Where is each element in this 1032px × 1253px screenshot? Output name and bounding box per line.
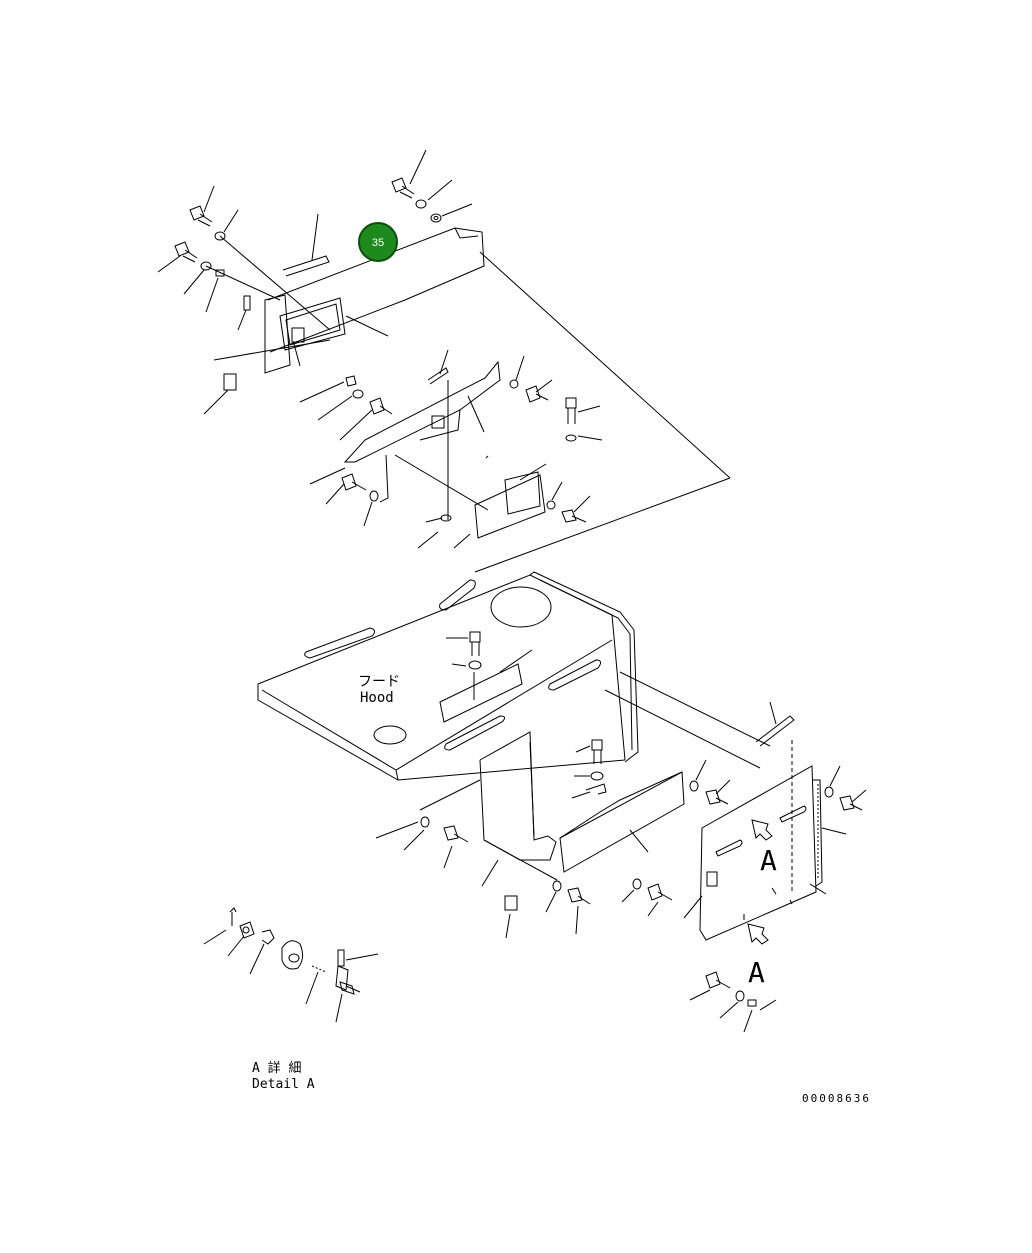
bolt-top-right	[391, 177, 442, 223]
bolt-top-left	[174, 205, 251, 391]
drawing-number: 00008636	[802, 1092, 871, 1105]
hood-label-jp: フード	[358, 674, 400, 690]
detail-label-jp: A 詳 細	[252, 1060, 301, 1076]
arrow-icon-lower	[747, 923, 769, 945]
hood	[257, 571, 771, 939]
letter-a-lower: A	[748, 956, 765, 989]
callout-35-circle[interactable]	[358, 222, 398, 262]
upper-bracket-assembly	[157, 149, 731, 573]
side-panel	[683, 701, 867, 1033]
hood-label-en: Hood	[360, 690, 394, 706]
bolt-middle-left	[341, 375, 587, 523]
arrow-icon-upper	[751, 819, 773, 841]
callout-35[interactable]: 35	[358, 222, 398, 262]
detail-label-en: Detail A	[252, 1077, 315, 1092]
bolt-middle-right	[509, 379, 577, 442]
detail-a-lock	[203, 907, 379, 1023]
middle-bracket-assembly	[299, 349, 603, 549]
letter-a-upper: A	[760, 844, 777, 877]
callout-35-number: 35	[372, 237, 384, 249]
